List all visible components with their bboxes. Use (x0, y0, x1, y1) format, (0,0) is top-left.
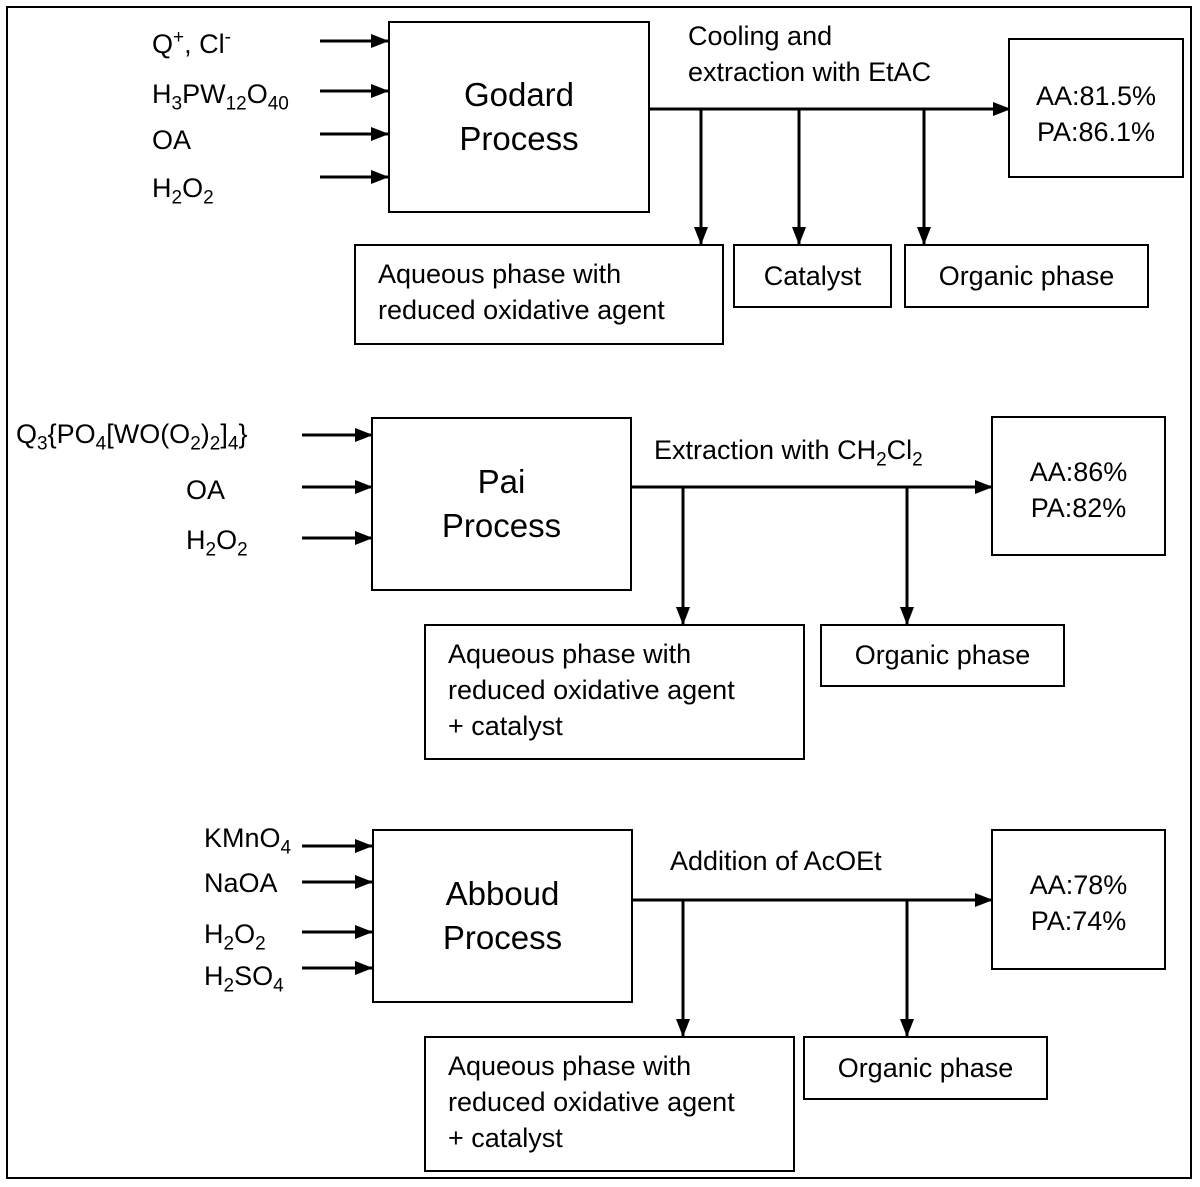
godard-result-box: AA:81.5% PA:86.1% (1008, 38, 1184, 178)
godard-aqueous-box: Aqueous phase with reduced oxidative age… (354, 244, 724, 345)
godard-result-pa: PA:86.1% (1036, 117, 1156, 147)
abboud-organic-box: Organic phase (803, 1036, 1048, 1100)
abboud-aqueous-box: Aqueous phase with reduced oxidative age… (424, 1036, 795, 1172)
pai-title-l2: Process (441, 507, 562, 544)
pai-input-oa: OA (186, 475, 226, 505)
godard-input-h2o2: H2O2 (152, 173, 214, 209)
godard-organic-box: Organic phase (904, 244, 1149, 308)
godard-input-qcl: Q+, Cl- (152, 27, 231, 59)
pai-input-q3-catalyst: Q3{PO4[WO(O2)2]4} (16, 419, 248, 455)
pai-aqueous-l2: reduced oxidative agent (448, 675, 735, 705)
abboud-aqueous-l3: + catalyst (448, 1123, 563, 1153)
pai-organic-label: Organic phase (854, 640, 1031, 670)
godard-result-aa: AA:81.5% (1035, 81, 1157, 111)
pai-result-pa: PA:82% (1030, 493, 1127, 523)
abboud-result-box: AA:78% PA:74% (991, 829, 1166, 970)
abboud-title-l2: Process (442, 919, 563, 956)
abboud-input-kmno4: KMnO4 (204, 823, 292, 859)
pai-input-h2o2: H2O2 (186, 525, 248, 561)
abboud-step: Addition of AcOEt (670, 846, 882, 876)
abboud-result-pa: PA:74% (1030, 906, 1127, 936)
abboud-input-h2so4: H2SO4 (204, 961, 284, 997)
godard-organic-label: Organic phase (938, 260, 1115, 291)
godard-title-l2: Process (459, 120, 579, 157)
abboud-result-aa: AA:78% (1029, 870, 1128, 900)
godard-input-oa: OA (152, 125, 192, 155)
diagram-frame (6, 6, 1192, 1179)
pai-result-box: AA:86% PA:82% (991, 416, 1166, 556)
godard-aqueous-l1: Aqueous phase with (378, 259, 622, 289)
godard-catalyst-box: Catalyst (733, 244, 892, 308)
godard-title-l1: Godard (463, 76, 575, 113)
abboud-aqueous-l2: reduced oxidative agent (448, 1087, 735, 1117)
godard-aqueous-l2: reduced oxidative agent (378, 295, 665, 325)
pai-aqueous-l1: Aqueous phase with (448, 639, 692, 669)
abboud-organic-label: Organic phase (837, 1052, 1014, 1083)
abboud-title-l1: Abboud (445, 875, 560, 912)
abboud-input-naoa: NaOA (204, 868, 278, 898)
pai-organic-box: Organic phase (820, 624, 1065, 687)
abboud-aqueous-l1: Aqueous phase with (448, 1051, 692, 1081)
godard-catalyst-label: Catalyst (763, 260, 862, 291)
pai-aqueous-l3: + catalyst (448, 711, 563, 741)
godard-input-h3pw12o40: H3PW12O40 (152, 79, 289, 115)
pai-step: Extraction with CH2Cl2 (654, 435, 923, 471)
pai-title-l1: Pai (477, 463, 526, 500)
godard-step-l1: Cooling and (688, 21, 833, 51)
pai-result-aa: AA:86% (1029, 457, 1128, 487)
pai-aqueous-box: Aqueous phase with reduced oxidative age… (424, 624, 805, 760)
abboud-input-h2o2: H2O2 (204, 919, 266, 955)
godard-step-l2: extraction with EtAC (688, 57, 932, 87)
